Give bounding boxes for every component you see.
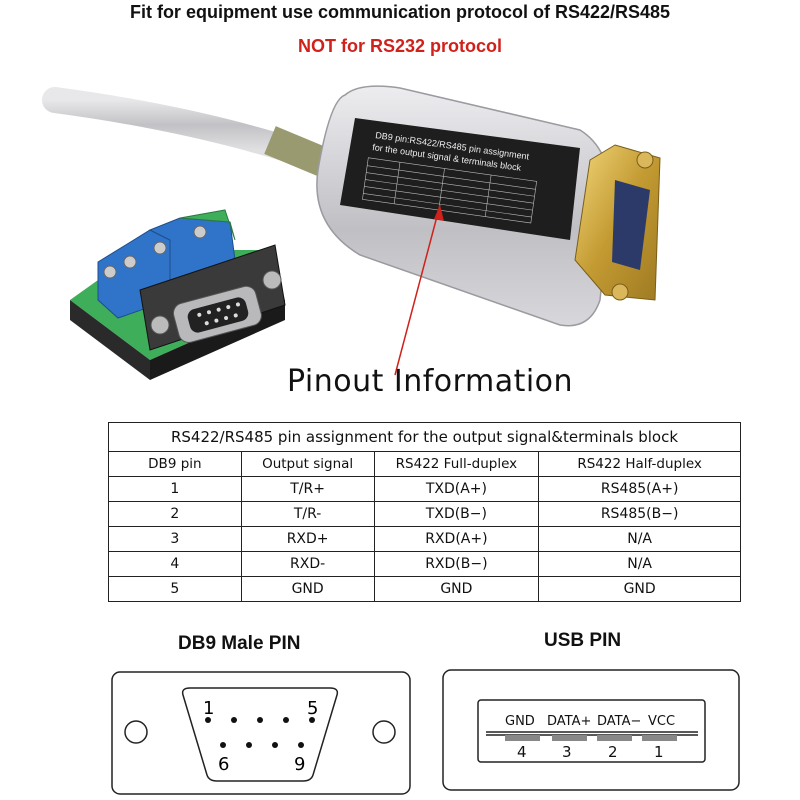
usb-cable <box>42 87 303 163</box>
usb-pin-number: 4 <box>517 743 527 761</box>
db9-pin-5: 5 <box>307 698 318 719</box>
db9-diagram <box>111 671 411 795</box>
arrow-line <box>394 204 441 376</box>
usb-signal: DATA− <box>597 714 641 729</box>
db9-pin-dots <box>205 717 315 748</box>
column-header: Output signal <box>240 451 375 477</box>
column-header: RS422 Half-duplex <box>538 451 741 477</box>
usb-pin-number: 1 <box>654 743 664 761</box>
table-row: 4 RXD- RXD(B−) N/A <box>108 551 741 577</box>
connector-diagrams: 1 5 6 9 GND DATA+ DATA− VCC 4 3 2 1 <box>111 669 740 795</box>
usb-pin-number: 3 <box>562 743 572 761</box>
table-cell: TXD(B−) <box>373 501 540 527</box>
table-cell: GND <box>373 576 540 602</box>
db9-pin-1: 1 <box>203 698 214 719</box>
column-header: DB9 pin <box>108 451 242 477</box>
product-photo: DB9 pin:RS422/RS485 pin assignment for t… <box>42 85 661 380</box>
table-cell: 4 <box>108 551 242 577</box>
column-header: RS422 Full-duplex <box>373 451 540 477</box>
usb-diagram <box>442 669 740 791</box>
usb-label: USB PIN <box>544 630 622 651</box>
pin-assignment-table: RS422/RS485 pin assignment for the outpu… <box>108 422 741 602</box>
usb-pin-number: 2 <box>608 743 618 761</box>
table-cell: RS485(A+) <box>538 476 741 502</box>
table-row: 5 GND GND GND <box>108 576 741 602</box>
page-title: Fit for equipment use communication prot… <box>129 2 671 22</box>
table-cell: RS485(B−) <box>538 501 741 527</box>
table-cell: GND <box>538 576 741 602</box>
table-cell: N/A <box>538 526 741 552</box>
table-row: 2 T/R- TXD(B−) RS485(B−) <box>108 501 741 527</box>
table-row: 1 T/R+ TXD(A+) RS485(A+) <box>108 476 741 502</box>
table-cell: N/A <box>538 551 741 577</box>
table-title: RS422/RS485 pin assignment for the outpu… <box>108 422 741 451</box>
table-cell: 2 <box>108 501 242 527</box>
table-cell: 5 <box>108 576 242 602</box>
db9-pin-6: 6 <box>218 754 229 775</box>
db9-label: DB9 Male PIN <box>178 633 301 654</box>
table-cell: 3 <box>108 526 242 552</box>
table-cell: RXD(B−) <box>373 551 540 577</box>
usb-signal: DATA+ <box>547 714 591 729</box>
arrow-head <box>434 205 444 221</box>
usb-signal: VCC <box>648 714 675 729</box>
table-cell: 1 <box>108 476 242 502</box>
warning-subtitle: NOT for RS232 protocol <box>297 36 503 56</box>
usb-contacts <box>505 735 677 741</box>
table-cell: RXD- <box>240 551 375 577</box>
table-cell: TXD(A+) <box>373 476 540 502</box>
usb-signal: GND <box>505 714 535 729</box>
table-cell: GND <box>240 576 375 602</box>
table-cell: RXD(A+) <box>373 526 540 552</box>
db9-pin-9: 9 <box>294 754 305 775</box>
table-cell: RXD+ <box>240 526 375 552</box>
terminal-block-adapter <box>70 209 286 380</box>
table-row: 3 RXD+ RXD(A+) N/A <box>108 526 741 552</box>
table-cell: T/R+ <box>240 476 375 502</box>
pinout-heading: Pinout Information <box>286 364 574 399</box>
table-header-row: DB9 pin Output signal RS422 Full-duplex … <box>108 451 741 477</box>
table-cell: T/R- <box>240 501 375 527</box>
